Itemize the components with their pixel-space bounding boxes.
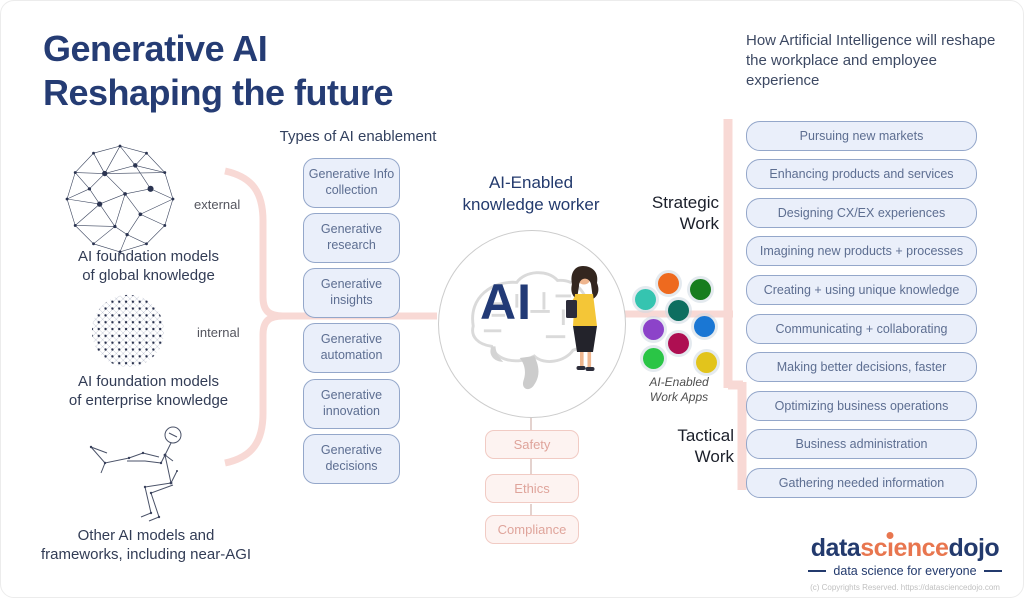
logo-part-data: data: [810, 534, 861, 562]
left-caption-enterprise-knowledge: AI foundation models of enterprise knowl…: [68, 373, 229, 409]
outcome-box-business-admin: Business administration: [746, 429, 977, 459]
logo-part-dojo: dojo: [948, 534, 1000, 562]
logo-wordmark: datascıencedojo: [791, 534, 1019, 562]
outcome-box-better-decisions: Making better decisions, faster: [746, 352, 977, 382]
outcome-box-optimizing-operations: Optimizing business operations: [746, 391, 977, 421]
logo-part-sc: sc: [860, 534, 887, 562]
work-app-dot-orange: [658, 273, 679, 294]
ai-label: AI: [480, 274, 532, 330]
outcome-box-pursuing-markets: Pursuing new markets: [746, 121, 977, 151]
logo-tagline: data science for everyone: [833, 564, 977, 579]
work-app-dot-teal: [635, 289, 656, 310]
knowledge-worker-person: [566, 266, 599, 371]
internal-tag: internal: [197, 325, 240, 340]
network-globe-icon: [65, 144, 175, 254]
left-caption-other-models: Other AI models and frameworks, includin…: [40, 527, 252, 563]
enablement-header: Types of AI enablement: [279, 128, 437, 145]
work-apps-label: AI-Enabled Work Apps: [649, 375, 709, 404]
work-app-dot-darkteal: [668, 300, 689, 321]
tactical-work-label: Tactical Work: [677, 426, 734, 467]
enablement-box-insights: Generative insights: [303, 268, 400, 318]
knowledge-worker-header: AI-Enabled knowledge worker: [462, 173, 600, 215]
outcome-box-creating-knowledge: Creating + using unique knowledge: [746, 275, 977, 305]
logo-tagline-row: data science for everyone: [791, 564, 1019, 578]
outcome-box-communicating: Communicating + collaborating: [746, 314, 977, 344]
governance-box-compliance: Compliance: [485, 515, 579, 544]
outcome-box-enhancing-products: Enhancing products and services: [746, 159, 977, 189]
copyright-text: (c) Copyrights Reserved. https://datasci…: [810, 583, 1000, 593]
strategic-work-label: Strategic Work: [651, 193, 719, 234]
left-caption-global-knowledge: AI foundation models of global knowledge: [78, 248, 219, 284]
tagline-right-dash: [983, 570, 1002, 573]
logo-person-i-icon: ı: [887, 534, 894, 562]
enablement-box-decisions: Generative decisions: [303, 434, 400, 484]
work-app-dot-yellow: [696, 352, 717, 373]
tagline-left-dash: [808, 570, 827, 573]
dotted-globe-icon: [91, 294, 165, 368]
enablement-box-info-collection: Generative Info collection: [303, 158, 400, 208]
governance-box-ethics: Ethics: [485, 474, 579, 503]
work-app-dot-crimson: [668, 333, 689, 354]
external-tag: external: [194, 197, 241, 212]
enablement-box-innovation: Generative innovation: [303, 379, 400, 429]
enablement-box-research: Generative research: [303, 213, 400, 263]
governance-box-safety: Safety: [485, 430, 579, 459]
top-right-note: How Artificial Intelligence will reshape…: [746, 32, 996, 89]
wireframe-figure-icon: [89, 426, 182, 522]
outcome-box-imagining-products: Imagining new products + processes: [746, 236, 977, 266]
enablement-box-automation: Generative automation: [303, 323, 400, 373]
work-app-dot-purple: [643, 319, 664, 340]
work-app-dot-darkgreen: [690, 279, 711, 300]
outcome-box-gathering-info: Gathering needed information: [746, 468, 977, 498]
brand-logo: datascıencedojo data science for everyon…: [791, 535, 1019, 592]
logo-part-ence: ence: [893, 534, 949, 562]
work-app-dot-blue: [694, 316, 715, 337]
work-app-dot-green: [643, 348, 664, 369]
page-title: Generative AI Reshaping the future: [43, 28, 394, 113]
outcome-box-designing-cx: Designing CX/EX experiences: [746, 198, 977, 228]
